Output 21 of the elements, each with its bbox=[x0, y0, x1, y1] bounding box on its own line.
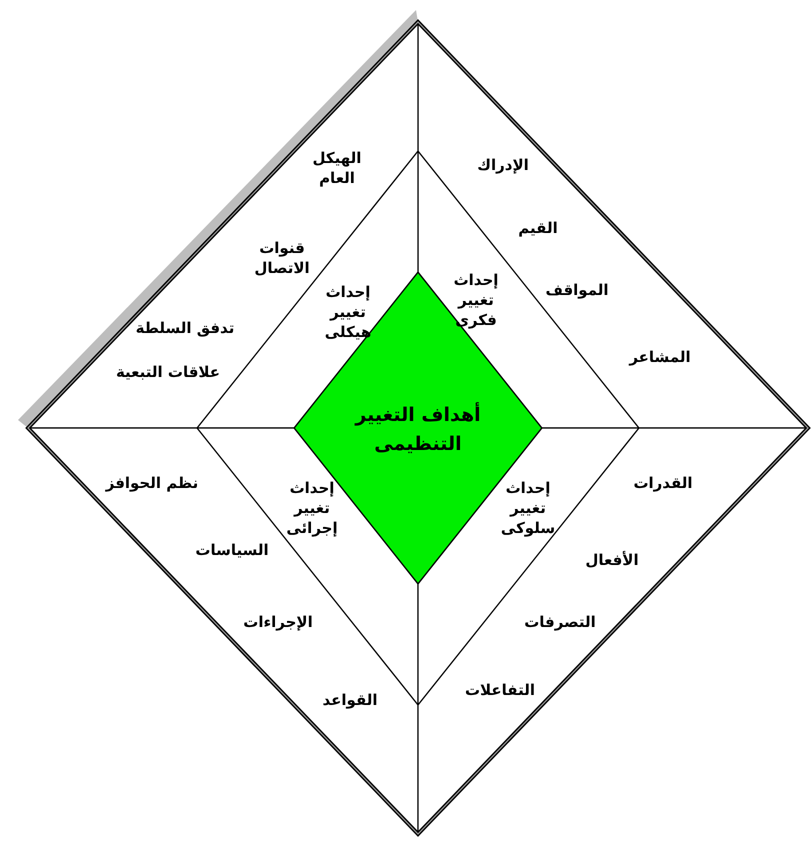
element-label: الإجراءات bbox=[242, 612, 314, 632]
element-label: المشاعر bbox=[628, 347, 692, 367]
element-label: القيم bbox=[517, 218, 559, 238]
element-label: الأفعال bbox=[584, 550, 640, 570]
element-label: نظم الحوافز bbox=[104, 473, 200, 493]
change-type-label: إحداث تغيير سلوكى bbox=[500, 478, 556, 538]
element-label: القواعد bbox=[321, 690, 379, 710]
element-label: تدفق السلطة bbox=[134, 318, 236, 338]
element-label: علاقات التبعية bbox=[114, 362, 222, 382]
element-label: الإدراك bbox=[476, 155, 530, 175]
change-type-label: إحداث تغيير إجرائى bbox=[285, 478, 339, 538]
element-label: قنوات الاتصال bbox=[253, 238, 311, 278]
element-label: التفاعلات bbox=[464, 680, 536, 700]
change-type-label: إحداث تغيير هيكلى bbox=[324, 282, 372, 342]
element-label: المواقف bbox=[544, 280, 610, 300]
center-title: أهداف التغيير التنظيمى bbox=[354, 401, 482, 457]
element-label: القدرات bbox=[632, 473, 694, 493]
element-label: السياسات bbox=[194, 540, 270, 560]
element-label: التصرفات bbox=[523, 612, 597, 632]
element-label: الهيكل العام bbox=[312, 148, 362, 188]
change-type-label: إحداث تغيير فكرى bbox=[452, 270, 500, 330]
